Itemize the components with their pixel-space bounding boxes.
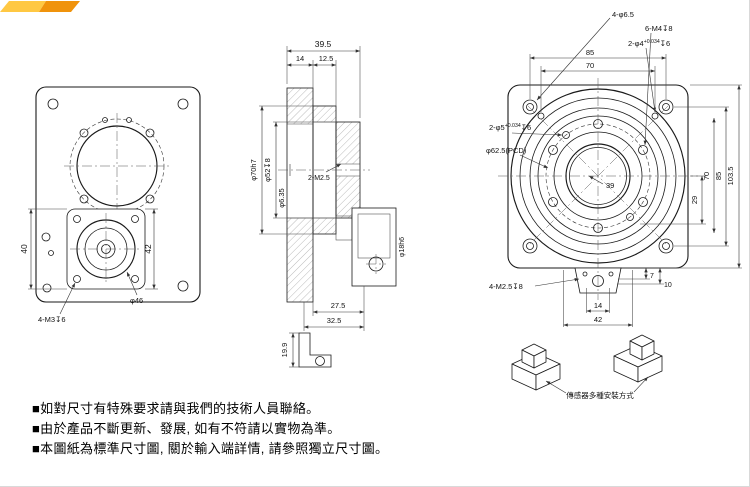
dim-42-label: 42: [594, 315, 602, 324]
label-pcd: φ62.5(PCD): [486, 146, 527, 155]
side-view: φ18h6 39.5 14 12.5 φ70h7 φ52↧8 φ6.35 2-M…: [249, 39, 406, 368]
dim-42-label: 42: [143, 244, 153, 254]
dim-70-right-label: 70: [702, 172, 711, 180]
dim-103-5-label: 103.5: [726, 167, 735, 186]
label-6m4: 6-M4↧8: [645, 24, 673, 33]
ribbon-left: [0, 1, 46, 12]
dim-39-5-label: 39.5: [315, 39, 332, 49]
note-line-2: ■由於產品不斷更新、發展, 如有不符請以實物為準。: [32, 421, 341, 436]
dim-14-label: 14: [296, 54, 304, 63]
label-2phi4-depth: ↧6: [660, 39, 670, 48]
section-hatch: [313, 106, 336, 122]
label-phi46: φ46: [130, 296, 143, 305]
front-plate-holes: [41, 98, 189, 293]
dim-85-top-label: 85: [586, 48, 594, 57]
iso-views: 傳感器多種安裝方式: [511, 334, 663, 400]
dim-29-label: 29: [690, 196, 699, 204]
angle-bracket: [298, 332, 332, 368]
dim-12-5-label: 12.5: [319, 54, 334, 63]
dim-85-right-label: 85: [714, 172, 723, 180]
label-phi52: φ52↧8: [263, 158, 272, 182]
section-hatch: [313, 218, 336, 234]
label-shaft-dia: φ18h6: [399, 237, 406, 257]
ribbon-right: [39, 1, 80, 12]
label-4phi6-5: 4-φ6.5: [612, 10, 634, 19]
iso-caption: 傳感器多種安裝方式: [566, 390, 634, 400]
iso-view-left: [511, 343, 561, 391]
dim-40-label: 40: [19, 244, 29, 254]
label-4m3: 4-M3↧6: [38, 315, 66, 324]
dim-7-label: 7: [650, 273, 654, 280]
side-output-inner: [357, 213, 391, 259]
section-hatch: [336, 122, 360, 164]
angle-bracket-hole: [315, 356, 325, 366]
label-2phi4-tol: +0.034: [644, 39, 660, 45]
label-2phi5: 2-φ5+0.034↧6: [489, 123, 531, 132]
dim-19-9-label: 19.9: [280, 343, 289, 358]
dim-32-5-label: 32.5: [327, 316, 342, 325]
iso-view-right: [613, 334, 663, 383]
corner-ribbon: [0, 1, 80, 12]
footer-notes: ■如對尺寸有特殊要求請與我們的技術人員聯絡。 ■由於產品不斷更新、發展, 如有不…: [32, 399, 388, 459]
front-bolt-holes: [79, 117, 155, 204]
sensor-tab-hole: [592, 275, 604, 287]
label-2m2-5: 2-M2.5: [308, 175, 330, 182]
dim-10-label: 10: [664, 282, 672, 289]
label-2phi4-main: 2-φ4: [628, 39, 644, 48]
back-view: 39 4-φ6.5 6-M4↧8 2-φ4+0.034↧6 85 70 2-φ5…: [486, 10, 742, 327]
dim-14-label: 14: [594, 301, 602, 310]
label-phi70h7: φ70h7: [249, 159, 258, 181]
label-phi6-35: φ6.35: [277, 188, 286, 207]
note-line-1: ■如對尺寸有特殊要求請與我們的技術人員聯絡。: [32, 401, 320, 416]
side-output-block: [351, 207, 397, 287]
front-view: 40 42 φ46 4-M3↧6: [19, 86, 201, 324]
label-2phi5-tol: +0.034: [505, 123, 521, 129]
label-4m2-5: 4-M2.5↧8: [489, 282, 523, 291]
dim-27-5-label: 27.5: [331, 301, 346, 310]
label-2phi4: 2-φ4+0.034↧6: [628, 39, 670, 48]
label-2phi5-main: 2-φ5: [489, 123, 505, 132]
dim-39-label: 39: [606, 181, 614, 190]
back-corner-holes: [522, 99, 674, 254]
dim-70-top-label: 70: [586, 61, 594, 70]
label-2phi5-depth: ↧6: [521, 123, 531, 132]
side-connector: [335, 215, 353, 241]
note-line-3: ■本圖紙為標準尺寸圖, 關於輸入端詳情, 請參照獨立尺寸圖。: [32, 441, 389, 456]
section-hatch: [287, 218, 313, 302]
